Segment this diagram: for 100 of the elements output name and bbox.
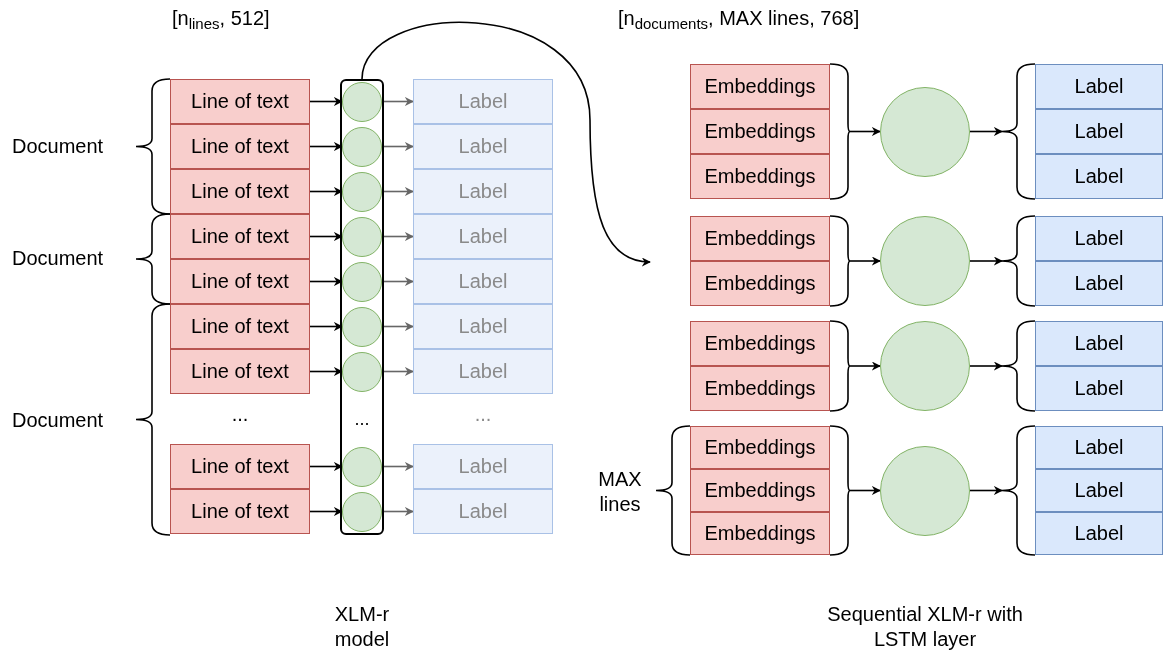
label-box bbox=[1035, 426, 1163, 469]
label-box bbox=[413, 444, 553, 489]
embedding-box bbox=[690, 154, 830, 199]
label-text: Label bbox=[1074, 522, 1124, 545]
embedding-text: Embeddings bbox=[704, 522, 816, 545]
arrow bbox=[381, 322, 414, 331]
caption-text: Document bbox=[12, 408, 105, 433]
label-box bbox=[1035, 261, 1163, 306]
label-text: Label bbox=[458, 90, 508, 113]
neuron-circle bbox=[342, 351, 382, 392]
label-text: Label bbox=[458, 500, 508, 523]
label-box bbox=[413, 124, 553, 169]
label-box bbox=[1035, 469, 1163, 512]
embedding-text: Embeddings bbox=[704, 75, 816, 98]
arrow bbox=[969, 256, 1003, 266]
label-box bbox=[413, 214, 553, 259]
curved-arrow bbox=[361, 22, 651, 266]
caption-text: Document bbox=[12, 134, 105, 159]
label-text: Label bbox=[1074, 332, 1124, 355]
caption-text: MAX lines bbox=[597, 467, 643, 517]
embedding-box bbox=[690, 109, 830, 154]
embedding-box bbox=[690, 366, 830, 411]
label-box bbox=[1035, 154, 1163, 199]
arrow bbox=[381, 187, 414, 196]
label-text: Label bbox=[458, 455, 508, 478]
caption-text: Sequential XLM-r with LSTM layer bbox=[826, 602, 1024, 652]
label-text: Label bbox=[458, 180, 508, 203]
line-text: Line of text bbox=[191, 90, 289, 113]
embedding-text: Embeddings bbox=[704, 436, 816, 459]
label-box bbox=[413, 169, 553, 214]
dimension-label: [n$_{documents}$, MAX lines, 768] bbox=[618, 6, 861, 34]
neuron-circle bbox=[342, 126, 382, 167]
arrow bbox=[309, 97, 343, 106]
arrow bbox=[849, 361, 881, 371]
embedding-text: Embeddings bbox=[704, 377, 816, 400]
ellipsis-text: ... bbox=[230, 402, 250, 427]
line-text: Line of text bbox=[191, 225, 289, 248]
label-box bbox=[1035, 512, 1163, 555]
label-box bbox=[413, 259, 553, 304]
embedding-box bbox=[690, 261, 830, 306]
embedding-box bbox=[690, 512, 830, 555]
line-text: Line of text bbox=[191, 315, 289, 338]
label-text: Label bbox=[1074, 377, 1124, 400]
arrow bbox=[309, 367, 343, 376]
embedding-text: Embeddings bbox=[704, 479, 816, 502]
label-box bbox=[413, 489, 553, 534]
label-box bbox=[1035, 109, 1163, 154]
arrow bbox=[309, 322, 343, 331]
label-text: Label bbox=[1074, 436, 1124, 459]
label-box bbox=[1035, 366, 1163, 411]
label-box bbox=[1035, 321, 1163, 366]
line-text: Line of text bbox=[191, 455, 289, 478]
curly-brace bbox=[830, 216, 850, 306]
curly-brace bbox=[830, 426, 850, 555]
embedding-text: Embeddings bbox=[704, 272, 816, 295]
label-text: Label bbox=[1074, 75, 1124, 98]
label-text: Label bbox=[1074, 120, 1124, 143]
model-column bbox=[340, 79, 384, 535]
curly-brace bbox=[1002, 321, 1035, 411]
label-box bbox=[413, 79, 553, 124]
dimension-label: [n$_{lines}$, 512] bbox=[172, 6, 271, 34]
line-text: Line of text bbox=[191, 360, 289, 383]
label-box bbox=[1035, 64, 1163, 109]
ellipsis-text: ... bbox=[473, 402, 493, 427]
ellipsis-text: ... bbox=[353, 409, 371, 430]
embedding-text: Embeddings bbox=[704, 165, 816, 188]
embedding-text: Embeddings bbox=[704, 332, 816, 355]
embedding-box bbox=[690, 216, 830, 261]
arrow bbox=[381, 277, 414, 286]
arrow bbox=[969, 127, 1003, 136]
label-text: Label bbox=[458, 315, 508, 338]
label-box bbox=[413, 304, 553, 349]
caption-text: XLM-r model bbox=[333, 602, 391, 652]
embedding-text: Embeddings bbox=[704, 227, 816, 250]
curly-brace bbox=[1002, 216, 1035, 306]
neuron-circle bbox=[342, 261, 382, 302]
label-text: Label bbox=[1074, 479, 1124, 502]
arrow bbox=[381, 367, 414, 376]
arrow bbox=[309, 462, 343, 471]
label-box bbox=[413, 349, 553, 394]
label-text: Label bbox=[458, 135, 508, 158]
arrow bbox=[381, 232, 414, 241]
arrow bbox=[381, 507, 414, 516]
arrow bbox=[309, 187, 343, 196]
embedding-box bbox=[690, 469, 830, 512]
arrow bbox=[309, 277, 343, 286]
caption-text: Document bbox=[12, 246, 105, 271]
embedding-box bbox=[690, 321, 830, 366]
curly-brace bbox=[1002, 64, 1035, 199]
arrow bbox=[309, 142, 343, 151]
arrow bbox=[381, 142, 414, 151]
arrow bbox=[849, 486, 881, 495]
arrow bbox=[969, 486, 1003, 495]
label-text: Label bbox=[458, 225, 508, 248]
label-text: Label bbox=[458, 270, 508, 293]
line-text: Line of text bbox=[191, 180, 289, 203]
neuron-circle bbox=[342, 306, 382, 347]
embedding-box bbox=[690, 426, 830, 469]
label-text: Label bbox=[1074, 227, 1124, 250]
neuron-circle bbox=[342, 171, 382, 212]
